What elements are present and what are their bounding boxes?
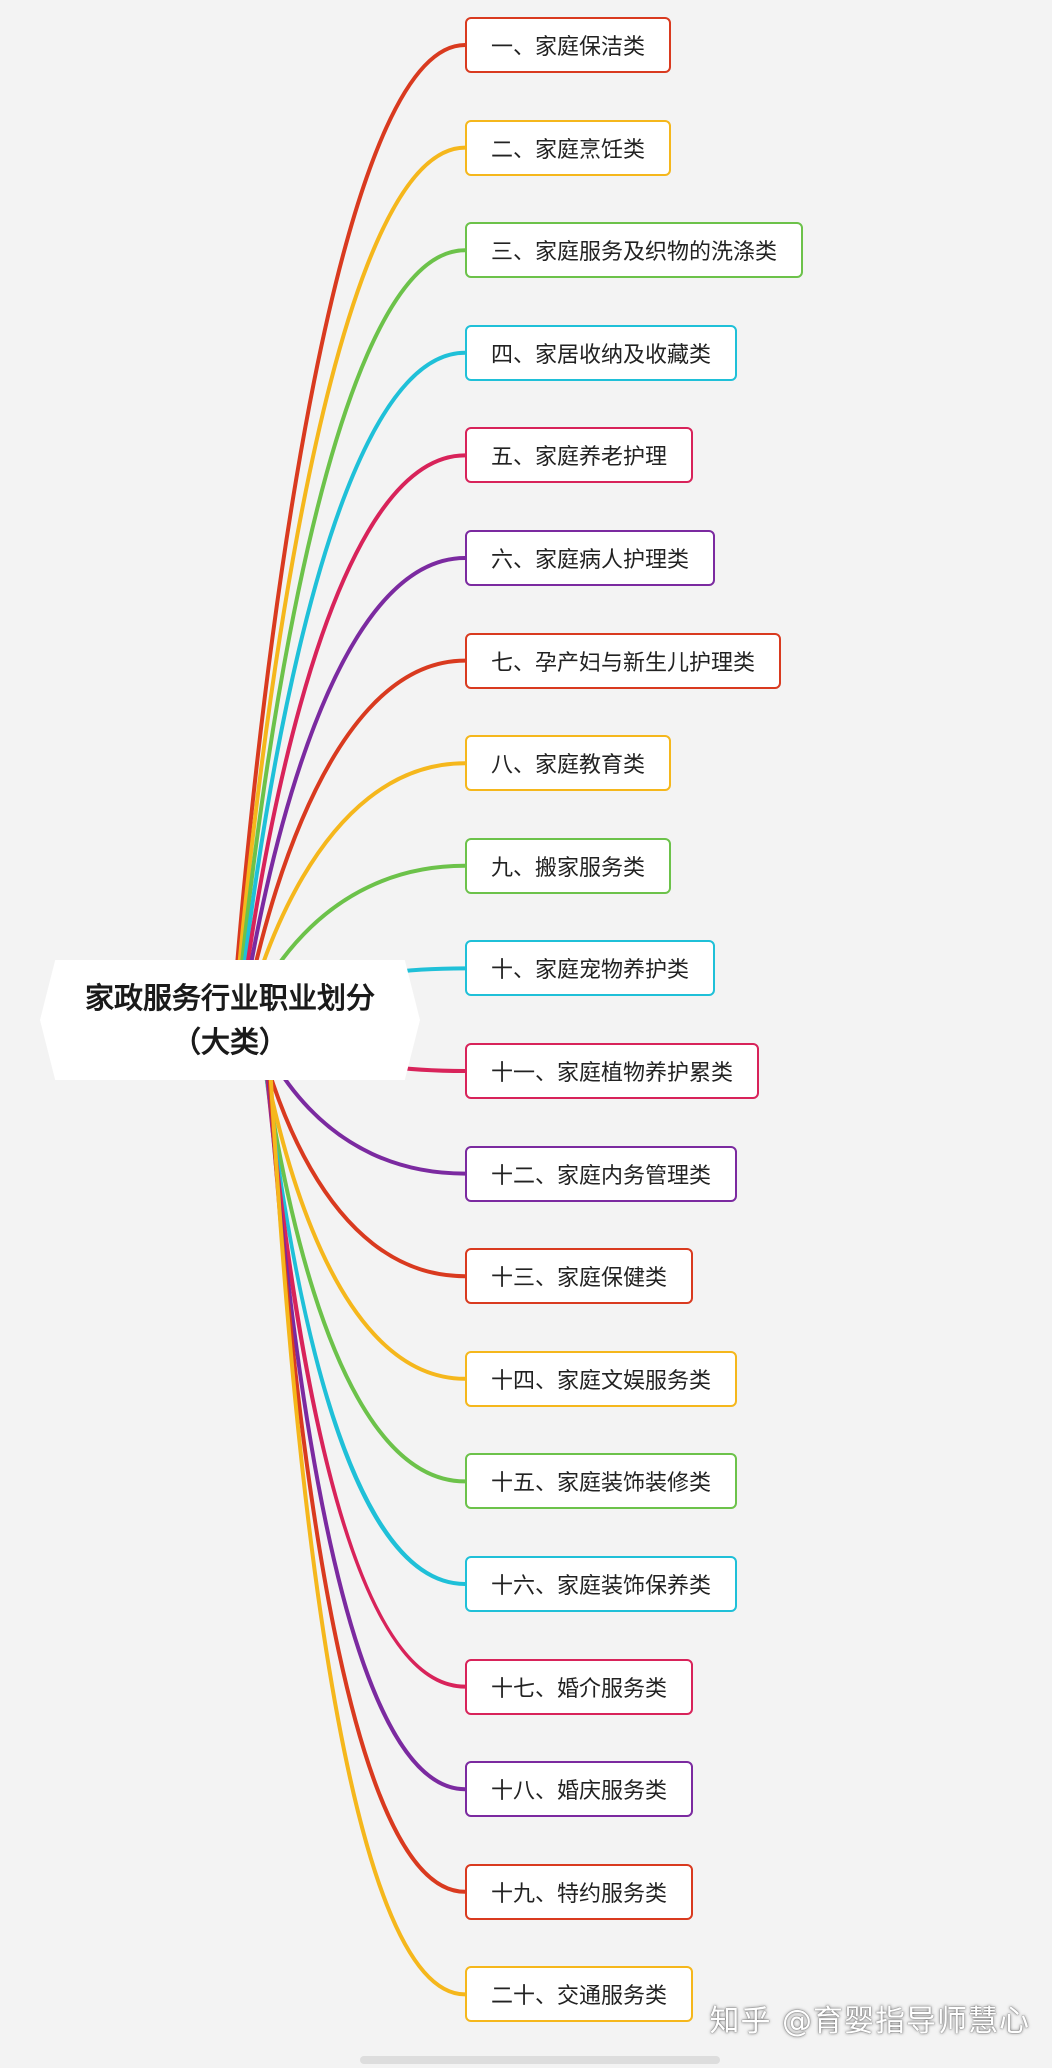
connector-line bbox=[236, 350, 467, 1022]
branch-node-label: 十八、婚庆服务类 bbox=[491, 1779, 668, 1805]
branch-node[interactable]: 三、家庭服务及织物的洗涤类 bbox=[465, 222, 804, 279]
root-topic-subtitle: （大类） bbox=[171, 1025, 288, 1059]
branch-node[interactable]: 十八、婚庆服务类 bbox=[465, 1761, 694, 1818]
branch-node[interactable]: 十三、家庭保健类 bbox=[465, 1248, 694, 1305]
branch-node-label: 十四、家庭文娱服务类 bbox=[491, 1368, 712, 1394]
connector-line bbox=[234, 248, 467, 1022]
branch-node[interactable]: 九、搬家服务类 bbox=[465, 837, 672, 894]
branch-node-label: 三、家庭服务及织物的洗涤类 bbox=[491, 240, 778, 266]
branch-node[interactable]: 四、家居收纳及收藏类 bbox=[465, 324, 738, 381]
branch-node[interactable]: 八、家庭教育类 bbox=[465, 735, 672, 792]
branch-node[interactable]: 十五、家庭装饰装修类 bbox=[465, 1453, 738, 1510]
branch-node-label: 二、家庭烹饪类 bbox=[491, 137, 646, 163]
branch-node[interactable]: 十六、家庭装饰保养类 bbox=[465, 1556, 738, 1612]
branch-node[interactable]: 十一、家庭植物养护累类 bbox=[465, 1043, 760, 1099]
branch-node-label: 六、家庭病人护理类 bbox=[491, 548, 690, 573]
connector-line bbox=[265, 1018, 467, 1997]
branch-node-label: 十六、家庭装饰保养类 bbox=[491, 1574, 712, 1599]
watermark: 知乎 @育婴指导师慧心 bbox=[709, 2004, 1030, 2039]
branch-node-label: 四、家居收纳及收藏类 bbox=[491, 342, 712, 368]
root-topic-title: 家政服务行业职业划分 bbox=[84, 981, 375, 1015]
branch-node-label: 十三、家庭保健类 bbox=[491, 1266, 668, 1292]
branch-node-label: 十七、婚介服务类 bbox=[491, 1676, 668, 1702]
branch-node[interactable]: 二十、交通服务类 bbox=[465, 1966, 694, 2023]
branch-node[interactable]: 十九、特约服务类 bbox=[465, 1863, 694, 1920]
connector-line bbox=[232, 145, 467, 1022]
branch-node-label: 十、家庭宠物养护类 bbox=[491, 958, 690, 984]
branch-node-label: 一、家庭保洁类 bbox=[491, 35, 646, 60]
connector-line bbox=[230, 43, 467, 1022]
branch-node[interactable]: 七、孕产妇与新生儿护理类 bbox=[465, 632, 782, 689]
branch-node-label: 八、家庭教育类 bbox=[491, 753, 646, 779]
branch-node[interactable]: 六、家庭病人护理类 bbox=[465, 530, 716, 586]
branch-node-label: 十一、家庭植物养护累类 bbox=[491, 1061, 734, 1086]
branch-node-label: 十五、家庭装饰装修类 bbox=[491, 1471, 712, 1497]
root-topic[interactable]: 家政服务行业职业划分 （大类） bbox=[40, 960, 420, 1080]
branch-node-label: 十九、特约服务类 bbox=[491, 1881, 668, 1907]
branch-node[interactable]: 二、家庭烹饪类 bbox=[465, 119, 672, 176]
branch-node-label: 五、家庭养老护理 bbox=[491, 445, 668, 471]
scroll-indicator bbox=[360, 2056, 720, 2064]
branch-node-label: 九、搬家服务类 bbox=[491, 855, 646, 881]
branch-node-label: 二十、交通服务类 bbox=[491, 1984, 668, 2010]
branch-node-label: 十二、家庭内务管理类 bbox=[491, 1163, 712, 1189]
branch-node[interactable]: 一、家庭保洁类 bbox=[465, 17, 672, 73]
branch-node[interactable]: 十二、家庭内务管理类 bbox=[465, 1145, 738, 1202]
branch-node[interactable]: 十七、婚介服务类 bbox=[465, 1658, 694, 1715]
branch-node[interactable]: 五、家庭养老护理 bbox=[465, 427, 694, 484]
branch-node[interactable]: 十四、家庭文娱服务类 bbox=[465, 1350, 738, 1407]
branch-node-label: 七、孕产妇与新生儿护理类 bbox=[491, 650, 756, 676]
branch-node[interactable]: 十、家庭宠物养护类 bbox=[465, 940, 716, 997]
